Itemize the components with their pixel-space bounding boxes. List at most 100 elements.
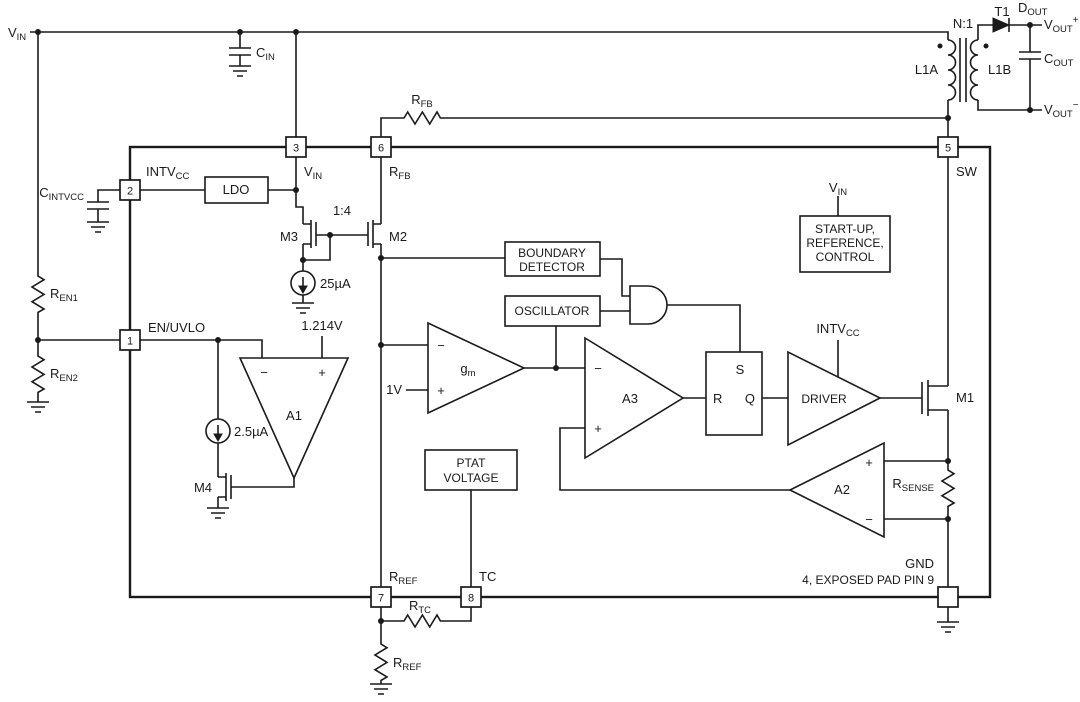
- vout-plus-label: VOUT+: [1044, 15, 1079, 35]
- ren1-resistor: [31, 271, 45, 317]
- amp-gm-triangle: [427, 321, 526, 415]
- transformer-core: [959, 38, 967, 102]
- cout-capacitor: [1019, 51, 1041, 60]
- amp-a1-triangle: [238, 357, 350, 480]
- cout-label: COUT: [1044, 51, 1074, 69]
- a2-minus-sign: −: [865, 512, 873, 527]
- rtc-resistor: [399, 614, 445, 628]
- pin-5-sw: 5: [937, 136, 959, 158]
- pin-6-number: 6: [378, 143, 384, 155]
- m4-ground: [206, 507, 230, 519]
- startup-line1: START-UP,: [815, 222, 875, 236]
- boundary-detector-line1: BOUNDARY: [518, 246, 586, 260]
- rsense-label: RSENSE: [892, 476, 934, 494]
- driver-label: DRIVER: [801, 392, 847, 406]
- secondary-phase-dot: [983, 43, 989, 49]
- mirror-ratio-label: 1:4: [333, 203, 351, 218]
- pin-2-name: INTVCC: [146, 164, 189, 182]
- a2-label: A2: [834, 482, 850, 497]
- startup-vin-label: VIN: [829, 180, 847, 198]
- vout-minus-label: VOUT−: [1044, 100, 1079, 120]
- pin-3-number: 3: [293, 143, 299, 155]
- exposed-pad-note: 4, EXPOSED PAD PIN 9: [802, 573, 934, 587]
- pin-7-name: RREF: [389, 569, 418, 587]
- rfb-resistor: [399, 111, 445, 125]
- ptat-line1: PTAT: [457, 456, 487, 470]
- m1-label: M1: [956, 390, 974, 405]
- pin-2-number: 2: [127, 186, 133, 198]
- ptat-voltage-block: [424, 449, 518, 491]
- t1-label: T1: [994, 4, 1009, 19]
- m4-label: M4: [194, 480, 212, 495]
- pin-3-vin: 3: [285, 136, 307, 158]
- vin-supply-label: VIN: [8, 25, 26, 43]
- driver-intvcc-label: INTVCC: [816, 321, 859, 339]
- oscillator-label: OSCILLATOR: [515, 304, 590, 318]
- mosfet-m2: [367, 220, 381, 248]
- ren2-resistor: [31, 351, 45, 397]
- a3-plus-sign: +: [594, 421, 602, 436]
- driver-triangle: [787, 350, 882, 447]
- pin-gnd: [937, 586, 959, 608]
- dout-label: DOUT: [1018, 0, 1048, 18]
- primary-phase-dot: [937, 43, 943, 49]
- a3-minus-sign: −: [594, 361, 602, 376]
- sr-latch: [705, 351, 763, 436]
- pin-6-rfb: 6: [370, 136, 392, 158]
- junction-dots: [35, 22, 1033, 624]
- rtc-label: RTC: [409, 598, 431, 616]
- current-source-2p5ua: [205, 418, 231, 444]
- latch-r-label: R: [713, 391, 722, 406]
- ldo-block: [204, 176, 269, 204]
- l1b-label: L1B: [988, 62, 1011, 77]
- turns-ratio-label: N:1: [953, 16, 973, 31]
- ic-outline: [128, 145, 992, 599]
- a2-plus-sign: +: [865, 455, 873, 470]
- amp-a3-triangle: [584, 336, 685, 460]
- pin-5-name: SW: [956, 164, 978, 179]
- gm-plus-sign: +: [437, 383, 445, 398]
- l1a-label: L1A: [915, 62, 938, 77]
- boundary-detector-line2: DETECTOR: [519, 260, 585, 274]
- cin-label: CIN: [256, 45, 275, 63]
- pin-3-name: VIN: [304, 164, 322, 182]
- a3-label: A3: [622, 391, 638, 406]
- latch-s-label: S: [736, 362, 745, 377]
- bias-25ua-label: 25µA: [320, 276, 351, 291]
- mosfet-m4: [218, 473, 232, 501]
- startup-reference-control-block: [799, 215, 891, 273]
- dout-diode: [992, 17, 1011, 33]
- mosfet-m1: [921, 380, 948, 416]
- circuit-wiring: [30, 24, 1042, 640]
- pin-7-number: 7: [378, 593, 384, 605]
- gnd-pin-name: GND: [905, 556, 934, 571]
- latch-q-label: Q: [745, 391, 755, 406]
- ic-gnd-ground: [936, 621, 960, 633]
- bias25-ground: [291, 302, 315, 314]
- pin-8-name: TC: [479, 569, 496, 584]
- rfb-label: RFB: [411, 92, 433, 110]
- gm-label: gm: [460, 361, 475, 379]
- oscillator-block: [504, 295, 601, 327]
- ldo-label: LDO: [223, 182, 250, 197]
- and-gate: [629, 285, 668, 325]
- m2-label: M2: [389, 229, 407, 244]
- a1-minus-sign: −: [260, 365, 268, 380]
- current-source-25ua: [290, 270, 316, 296]
- transformer-t1: [937, 38, 989, 102]
- gm-minus-sign: −: [437, 338, 445, 353]
- pin-8-number: 8: [468, 593, 474, 605]
- ptat-line2: VOLTAGE: [444, 471, 499, 485]
- cin-capacitor: [229, 47, 251, 56]
- mosfet-m3: [303, 220, 317, 248]
- a1-plus-sign: +: [318, 365, 326, 380]
- ren2-label: REN2: [50, 366, 78, 384]
- primary-winding: [947, 39, 957, 101]
- gm-reference-label: 1V: [386, 382, 402, 397]
- ren2-ground: [26, 401, 50, 413]
- pin-8-tc: 8: [460, 586, 482, 608]
- pin-7-rref: 7: [370, 586, 392, 608]
- ren1-label: REN1: [50, 286, 78, 304]
